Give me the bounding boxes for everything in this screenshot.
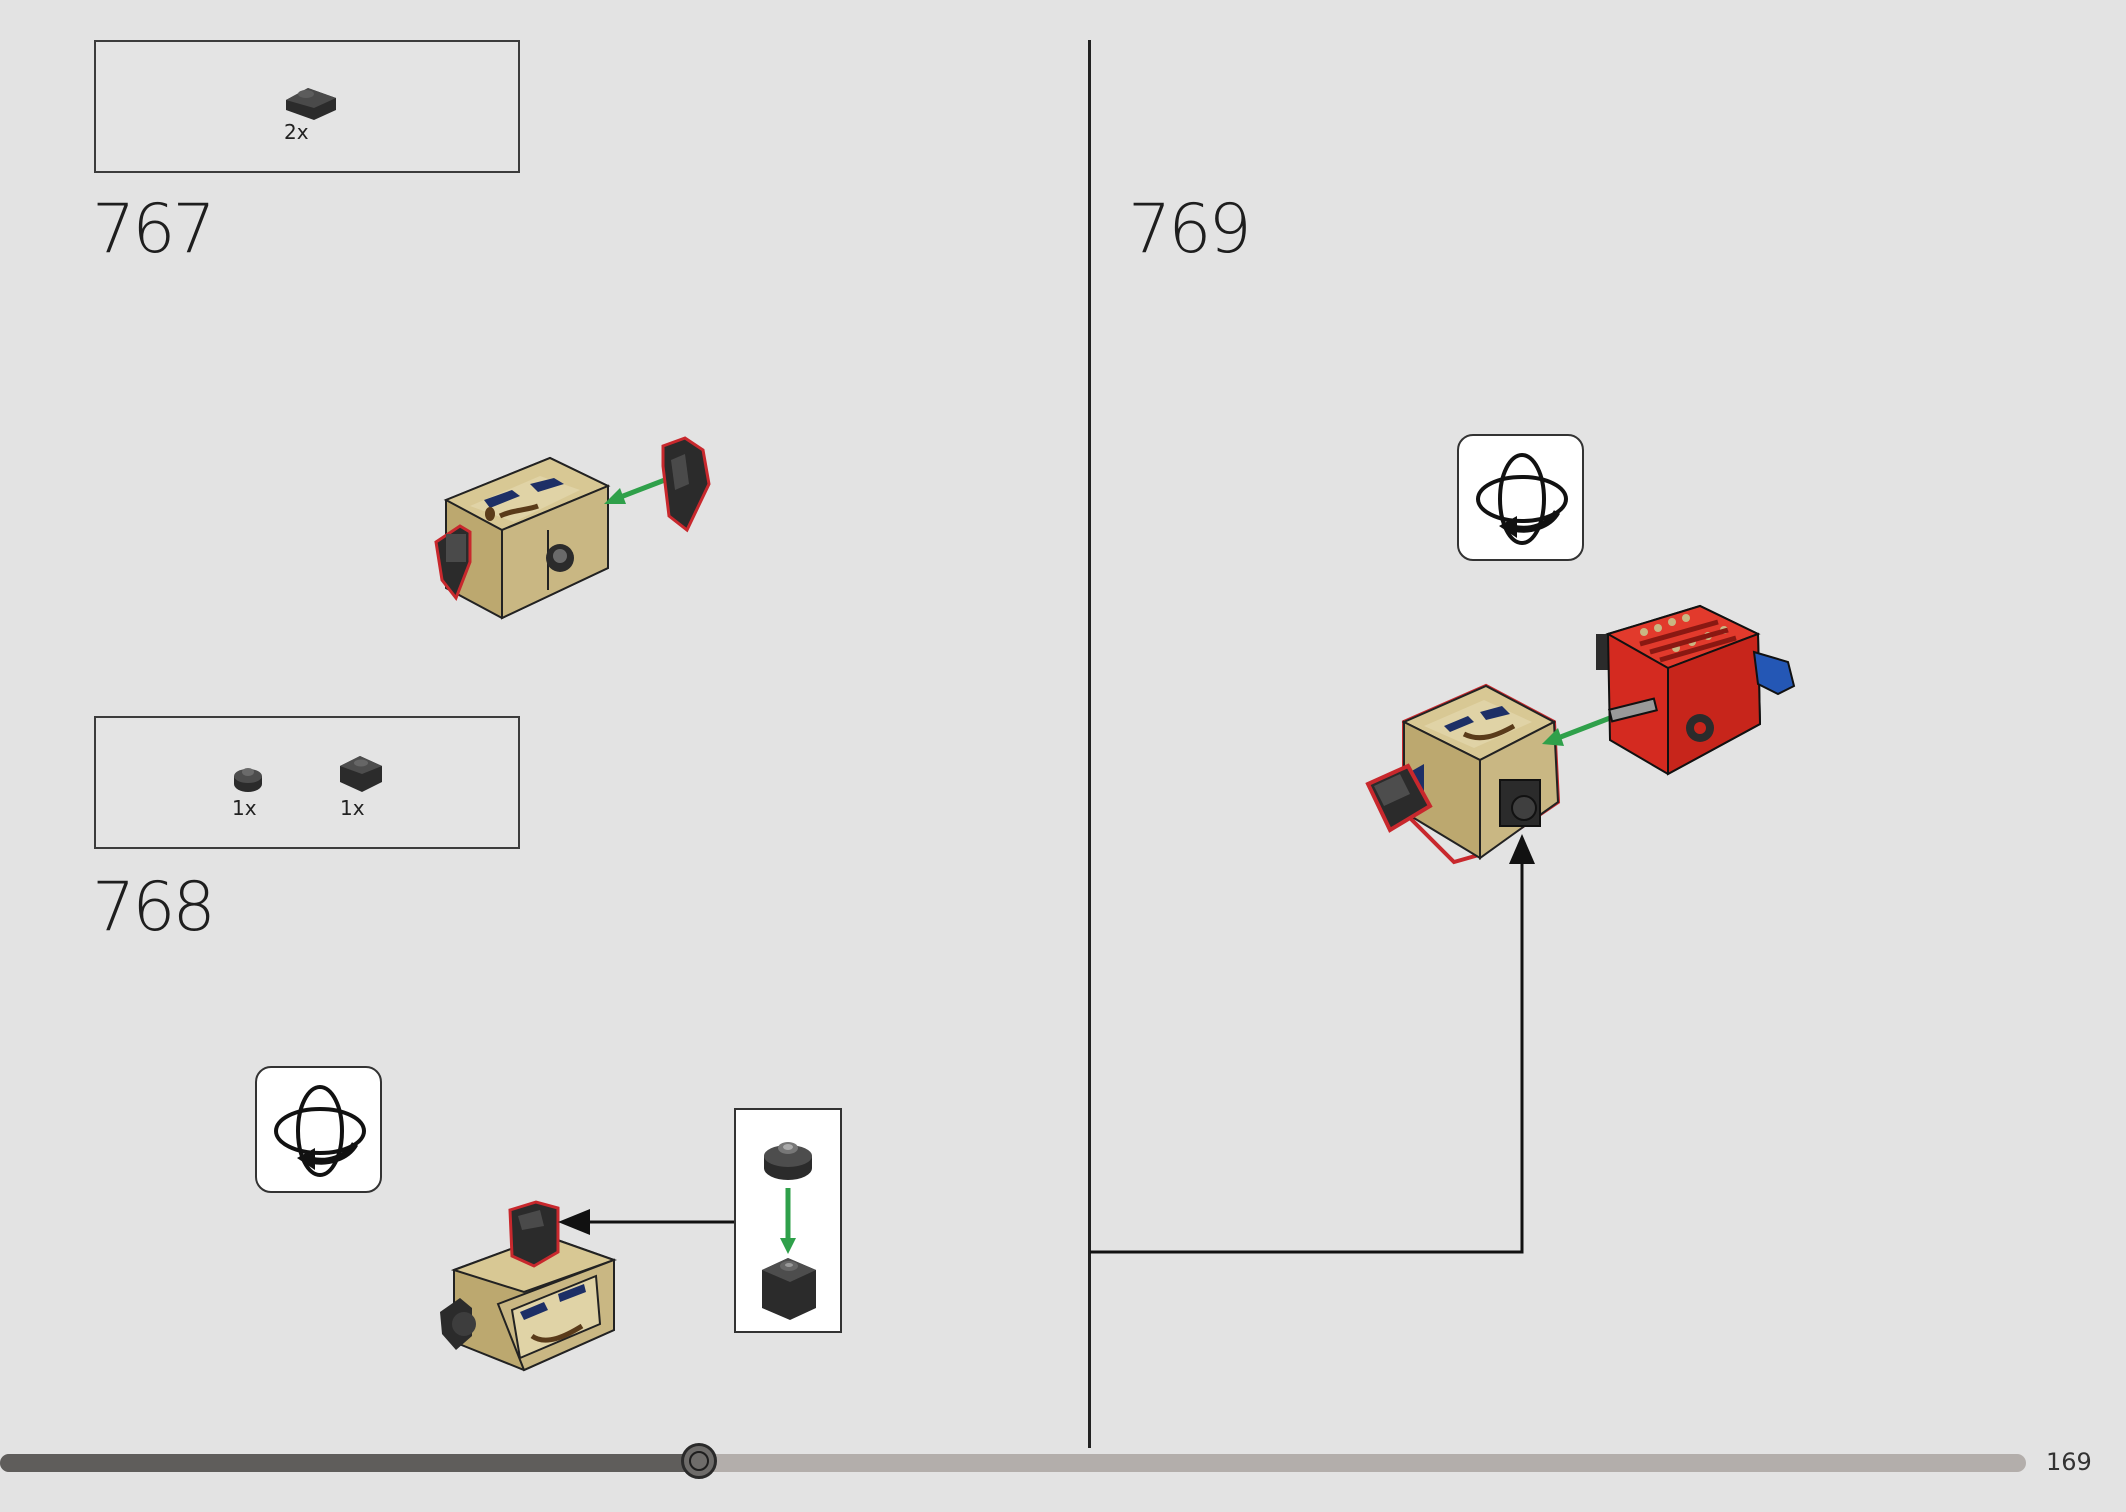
progress-fill [0, 1454, 699, 1472]
part-qty: 1x [340, 796, 365, 820]
black-round-plate-icon [234, 768, 262, 792]
black-wedge-plate-icon [286, 88, 336, 120]
progress-knob[interactable] [680, 1443, 717, 1479]
insert-arrow-769 [1542, 715, 1611, 746]
black-shield-part [661, 436, 711, 533]
rotate-model-icon [255, 1066, 382, 1193]
page-number: 169 [2046, 1448, 2092, 1476]
build-illustration-769-tan [1365, 683, 1561, 865]
build-illustration-767 [434, 456, 611, 620]
step-number-768: 768 [92, 868, 216, 947]
build-illustration-768 [440, 1200, 617, 1372]
insert-arrow-767 [604, 475, 671, 504]
step-number-767: 767 [92, 190, 216, 269]
rotate-model-icon [1457, 434, 1584, 561]
assembly-arrow [780, 1188, 796, 1254]
black-brick-icon [762, 1258, 816, 1320]
part-qty: 1x [232, 796, 257, 820]
progress-bar [0, 1443, 2026, 1479]
sub-assembly-callout [734, 1108, 842, 1333]
step-number-769: 769 [1128, 190, 1252, 269]
parts-list-767: 2x [94, 40, 520, 173]
build-illustration-769-red [1596, 604, 1796, 776]
callout-arrow-768 [558, 1209, 734, 1235]
parts-list-768: 1x 1x [94, 716, 520, 849]
page-divider [1088, 40, 1091, 1448]
black-brick-icon [340, 756, 382, 792]
callout-connector-769 [1090, 834, 1535, 1254]
black-round-plate-icon [764, 1142, 812, 1180]
part-qty: 2x [284, 120, 309, 144]
